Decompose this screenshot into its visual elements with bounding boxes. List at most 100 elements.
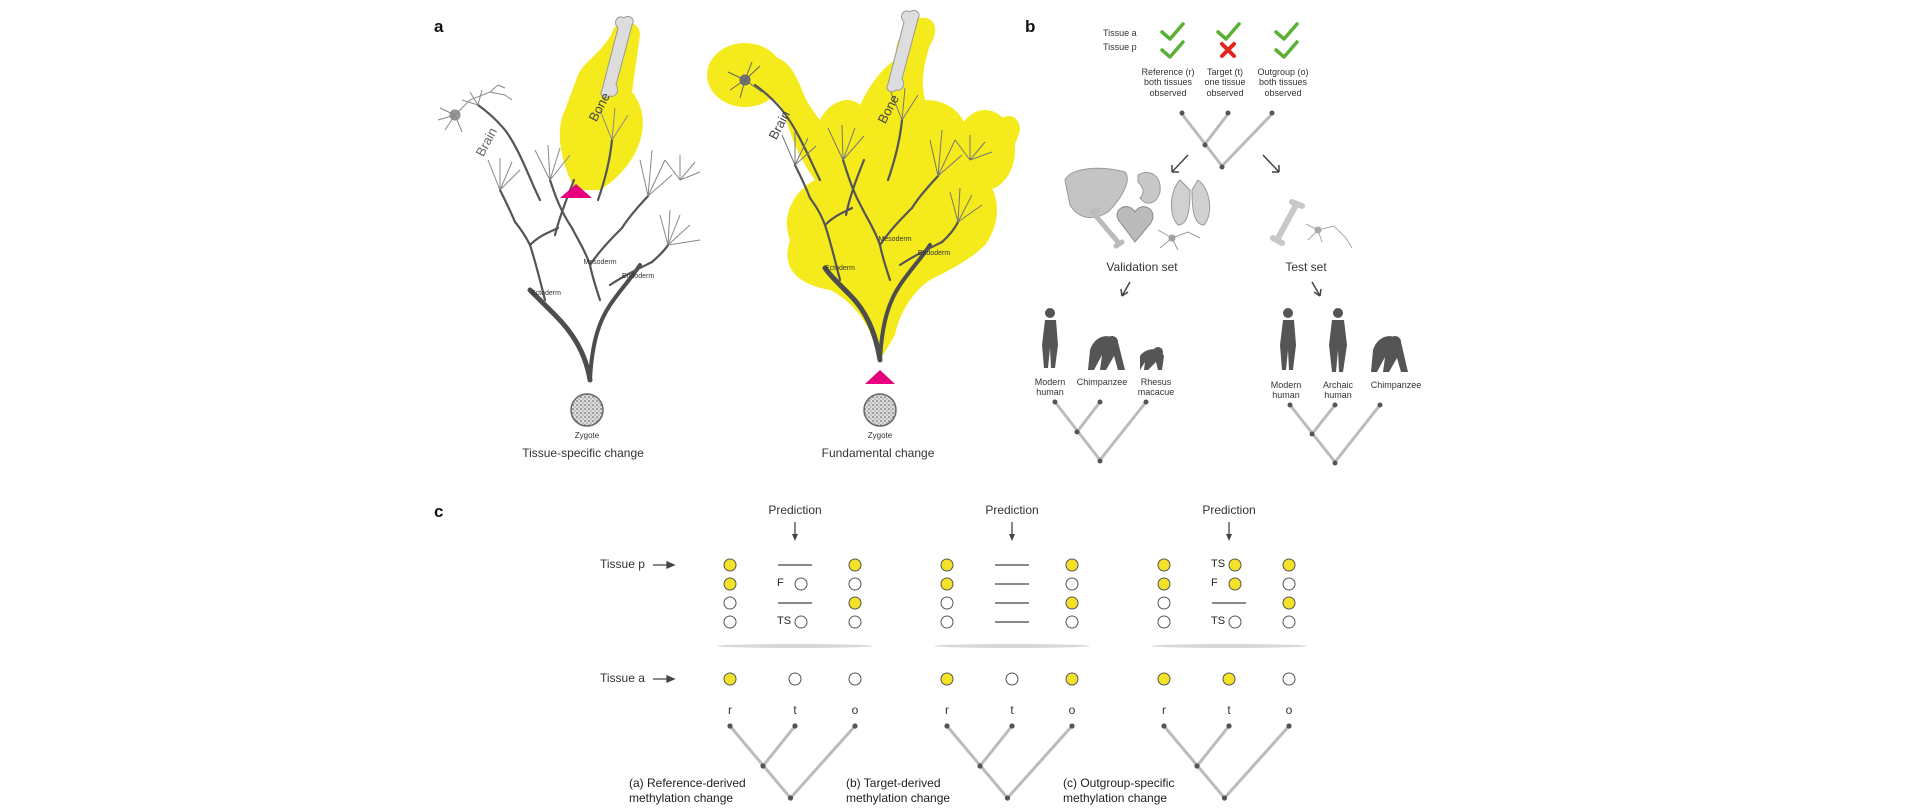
block-3-letter-o: o (1285, 703, 1293, 717)
panel-c-graphics (653, 522, 1307, 801)
block-3-p-mid-4 (1228, 615, 1242, 629)
panel-label-a: a (434, 17, 444, 36)
right-change-triangle (865, 370, 895, 384)
validation-species-3-line1: Rhesus (1140, 377, 1172, 387)
block-3-mid-label-1: TS (1211, 558, 1226, 570)
validation-species-3-line2: macacue (1137, 387, 1175, 398)
left-change-triangle (560, 184, 592, 198)
block-3-caption-line2: methylation change (1063, 791, 1168, 805)
block-3-p-left-3 (1157, 596, 1171, 610)
target-line2: one tissue (1204, 77, 1246, 88)
block-2-p-right-2 (1065, 577, 1079, 591)
right-trunk-2 (878, 243, 932, 362)
liver-icon (1064, 167, 1128, 219)
block-1-caption-line2: methylation change (629, 791, 734, 805)
neuron-small-icon (1157, 229, 1201, 251)
validation-species-2: Chimpanzee (1077, 377, 1128, 387)
block-3-p-mid-1 (1228, 558, 1242, 572)
block-1-a-1 (723, 672, 737, 686)
block-3-mid-label-4: TS (1211, 615, 1226, 627)
validation-species-1: Modern human (1035, 377, 1066, 398)
organ-icons (1064, 167, 1211, 251)
block-2-letter-r: r (945, 703, 949, 717)
block-3-p-right-2 (1282, 577, 1296, 591)
block-2-divider (934, 644, 1090, 648)
block-2-tree-dot-5 (1004, 795, 1011, 801)
block-1-tree-dot-5 (787, 795, 794, 801)
tissue-p-label: Tissue p (1103, 42, 1137, 52)
right-endoderm-label: Endoderm (917, 250, 951, 257)
right-zygote-icon (863, 393, 897, 427)
block-3-letter-t: t (1227, 703, 1231, 717)
block-3-tree-dot-2 (1226, 723, 1232, 729)
target-line1: Target (t) (1206, 67, 1243, 77)
block-2-tree-dot-2 (1009, 723, 1015, 729)
block-3-mid-label-2: F (1211, 577, 1218, 589)
block-3-a-3 (1282, 672, 1296, 686)
block-2-caption-line2: methylation change (846, 791, 951, 805)
block-3-p-right-1 (1282, 558, 1296, 572)
right-branches (753, 83, 960, 282)
block-2-tree-dot-3 (1069, 723, 1075, 729)
validation-species-2-line1: Chimpanzee (1076, 377, 1128, 387)
block-3-a-2 (1222, 672, 1236, 686)
block-2-letter-o: o (1068, 703, 1076, 717)
test-species-1-line2: human (1272, 390, 1300, 401)
block-1-tree-dot-1 (727, 723, 733, 729)
block-2-letter-t: t (1010, 703, 1014, 717)
block-1-a-2 (788, 672, 802, 686)
target-column-label: Target (t) one tissue observed (1204, 67, 1245, 98)
tissue-a-label: Tissue a (1103, 28, 1137, 38)
block-1-p-right-3 (848, 596, 862, 610)
block-2-p-right-3 (1065, 596, 1079, 610)
outgroup-line1: Outgroup (o) (1257, 67, 1309, 77)
left-zygote-icon (570, 393, 604, 427)
block-1-tree (728, 724, 857, 801)
block-3-caption-line1: (c) Outgroup-specific (1063, 776, 1175, 790)
outgroup-column-label: Outgroup (o) both tissues observed (1257, 67, 1308, 98)
test-species-2-line2: human (1324, 390, 1352, 401)
whole-tree-highlight (724, 17, 1020, 361)
test-tissue-icons (1270, 199, 1353, 249)
reference-column-label: Reference (r) both tissues observed (1141, 67, 1194, 98)
panel-c-blocks (717, 522, 1307, 801)
heart-icon (1116, 206, 1154, 243)
block-3-p-right-4 (1282, 615, 1296, 629)
right-tree (707, 9, 1020, 427)
reference-line2: both tissues (1143, 77, 1193, 88)
block-3-p-left-1 (1157, 558, 1171, 572)
left-trunk (527, 287, 593, 383)
block-2-p-left-2 (940, 577, 954, 591)
block-3-p-right-3 (1282, 596, 1296, 610)
bone-small-icon (1089, 207, 1125, 249)
tissue-p-row-label: Tissue p (600, 557, 645, 571)
block-1-tree-inner (761, 724, 797, 768)
block-1-letter-r: r (728, 703, 732, 717)
rhesus-macaque-silhouette (1140, 347, 1164, 370)
block-1-divider (717, 644, 873, 648)
block-1-p-right-1 (848, 558, 862, 572)
test-species-3-line1: Chimpanzee (1370, 380, 1422, 390)
tissue-arrows (653, 561, 676, 683)
block-1-letter-t: t (793, 703, 797, 717)
left-zygote-label: Zygote (574, 431, 600, 440)
block-2-a-3 (1065, 672, 1079, 686)
right-lobe-highlight (955, 110, 1015, 190)
block-1-tree-dot-2 (792, 723, 798, 729)
block-3-p-mid-2 (1228, 577, 1242, 591)
block-1-p-left-3 (723, 596, 737, 610)
archaic-human-silhouette (1329, 308, 1347, 372)
block-1-p-left-4 (723, 615, 737, 629)
block-2-a-2 (1005, 672, 1019, 686)
test-species-1-line1: Modern (1270, 380, 1302, 390)
right-trunk (822, 265, 883, 363)
test-species-tree (1288, 403, 1382, 465)
block-2-tree-inner (978, 724, 1014, 768)
left-branches (476, 103, 670, 302)
test-species-3: Chimpanzee (1371, 380, 1422, 390)
block-3-a-1 (1157, 672, 1171, 686)
outgroup-line3: observed (1264, 87, 1302, 98)
block-1-p-left-1 (723, 558, 737, 572)
block-3-letter-r: r (1162, 703, 1166, 717)
